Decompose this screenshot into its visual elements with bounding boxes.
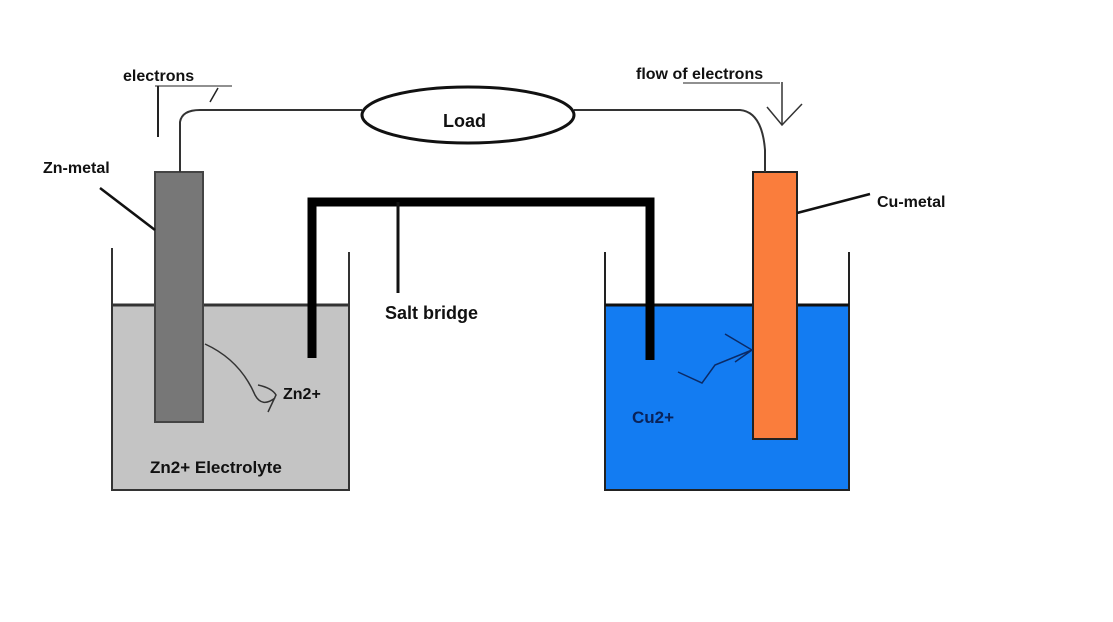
left-beaker [111,248,350,491]
electrons-tick [209,87,219,103]
zn-ion-arrow-icon [204,343,277,413]
zn-electrolyte-label: Zn2+ Electrolyte [150,458,282,477]
cu-ion-arrow-icon [677,333,754,384]
flow-arrow-icon [766,82,803,127]
zn-ion-label: Zn2+ [283,386,321,403]
load-resistor [360,85,576,145]
wire-left [179,109,362,172]
zn-electrode [154,171,204,423]
cu-metal-pointer [796,192,871,215]
cu-ion-label: Cu2+ [632,408,674,427]
zn-metal-label: Zn-metal [43,160,110,177]
right-beaker [604,252,850,491]
salt-bridge-label: Salt bridge [385,303,478,323]
zn-metal-pointer [99,187,156,231]
cu-electrode [752,171,798,440]
cu-electrolyte-solution [605,305,849,490]
flow-of-electrons-label: flow of electrons [636,66,763,83]
wire-right [574,109,766,172]
cu-metal-label: Cu-metal [877,194,945,211]
salt-bridge [307,197,655,360]
load-label: Load [443,111,486,131]
electrons-label: electrons [123,68,194,85]
